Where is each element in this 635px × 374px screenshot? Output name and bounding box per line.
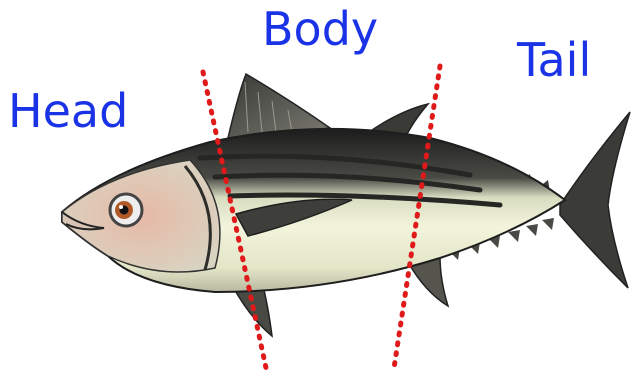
head-label: Head <box>8 88 128 134</box>
eye-icon <box>110 194 142 226</box>
body-label: Body <box>262 6 378 52</box>
tail-fin <box>560 112 630 288</box>
tail-label: Tail <box>517 37 591 83</box>
